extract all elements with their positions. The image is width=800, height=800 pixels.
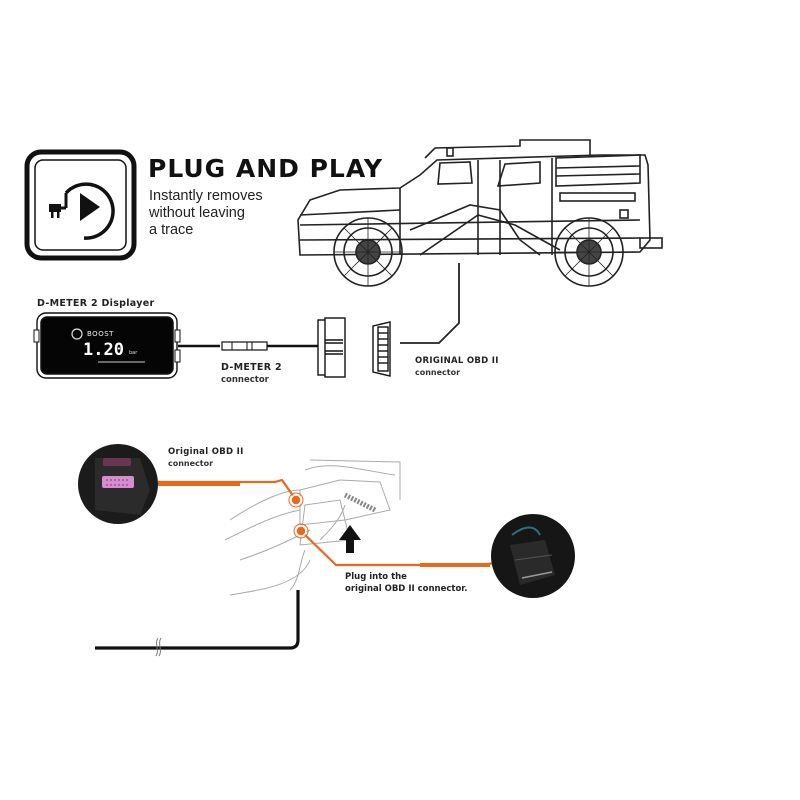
subtitle-line: Instantly removes — [149, 188, 263, 204]
label-line: connector — [415, 368, 461, 377]
callout-dot — [295, 525, 307, 537]
dmeter-cable — [178, 341, 318, 351]
label-line: original OBD II connector. — [345, 584, 468, 594]
obd-lead-line — [400, 263, 460, 344]
label-line: connector — [168, 459, 214, 468]
cable-break-icon — [155, 637, 162, 657]
display-value: 1.20 — [83, 340, 124, 360]
label-line: D-METER 2 — [221, 362, 282, 373]
orange-leader-lines — [158, 478, 496, 567]
subtitle-line: a trace — [149, 222, 194, 238]
dmeter-connector-label: D-METER 2 connector — [221, 362, 282, 386]
obd-connector — [372, 321, 391, 377]
displayer-label: D-METER 2 Displayer — [37, 298, 155, 309]
plug-replay-icon — [24, 149, 137, 261]
obd-port-photo — [78, 444, 158, 524]
label-line: connector — [221, 375, 269, 385]
obd-photo-label: Original OBD II connector — [168, 446, 244, 470]
obd-connector-label: ORIGINAL OBD II connector — [415, 355, 499, 379]
armored-truck-wireframe — [297, 139, 663, 287]
plug-instruction: Plug into the original OBD II connector. — [345, 571, 468, 595]
display-mode-label: BOOST — [87, 330, 114, 338]
callout-dot — [290, 494, 302, 506]
subtitle-line: without leaving — [149, 205, 245, 221]
page-title: PLUG AND PLAY — [148, 154, 383, 183]
dmeter-displayer — [33, 312, 181, 379]
dmeter-connector — [317, 317, 346, 378]
boost-gauge-icon — [71, 328, 83, 340]
label-line: Plug into the — [345, 572, 407, 582]
dmeter-plug-photo — [491, 514, 575, 598]
arrow-up-icon — [339, 525, 361, 553]
label-line: ORIGINAL OBD II — [415, 356, 499, 366]
label-line: Original OBD II — [168, 447, 244, 457]
subtitle: Instantly removes without leaving a trac… — [149, 188, 309, 239]
obd-cable — [95, 590, 300, 650]
cable-harness — [343, 492, 377, 513]
display-unit: bar — [129, 350, 138, 356]
